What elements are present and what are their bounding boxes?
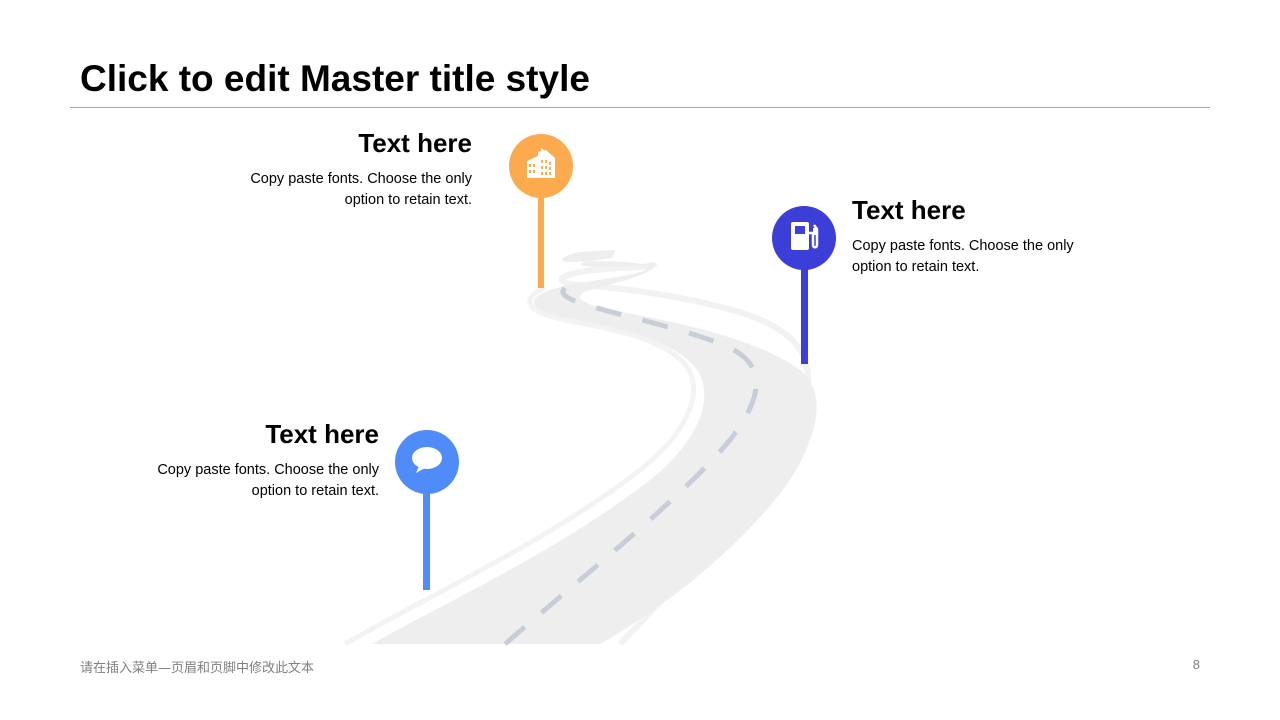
road-edge-left (343, 285, 696, 647)
pin-head (772, 206, 836, 270)
milestone-body-line: option to retain text. (852, 259, 980, 275)
milestone-text-2: Text here Copy paste fonts. Choose the o… (852, 195, 1112, 278)
milestone-body-line: Copy paste fonts. Choose the only (250, 171, 472, 187)
road-surface (372, 250, 817, 644)
milestone-body[interactable]: Copy paste fonts. Choose the only option… (852, 236, 1112, 278)
fuel-pump-icon (787, 219, 821, 258)
milestone-body-line: Copy paste fonts. Choose the only (157, 462, 379, 478)
milestone-heading[interactable]: Text here (265, 419, 379, 449)
milestone-body[interactable]: Copy paste fonts. Choose the only option… (129, 460, 379, 502)
milestone-text-1: Text here Copy paste fonts. Choose the o… (222, 128, 472, 211)
pin-head (509, 134, 573, 198)
road-center-dashes (503, 286, 759, 646)
chat-bubble-icon (410, 445, 444, 480)
milestone-heading[interactable]: Text here (852, 195, 966, 225)
pin-stem (801, 266, 808, 364)
footer-text[interactable]: 请在插入菜单—页眉和页脚中修改此文本 (80, 661, 315, 676)
milestone-body-line: Copy paste fonts. Choose the only (852, 238, 1074, 254)
milestone-body-line: option to retain text. (251, 483, 379, 499)
pin-stem (423, 490, 430, 590)
pin-stem (538, 194, 544, 288)
milestone-pin-fuel[interactable] (772, 206, 836, 366)
milestone-text-3: Text here Copy paste fonts. Choose the o… (129, 419, 379, 502)
milestone-body-line: option to retain text. (344, 192, 472, 208)
milestone-pin-chat[interactable] (395, 430, 459, 594)
pin-head (395, 430, 459, 494)
milestone-pin-building[interactable] (509, 134, 573, 294)
building-icon (524, 147, 558, 185)
page-title[interactable]: Click to edit Master title style (80, 58, 590, 99)
milestone-heading[interactable]: Text here (358, 128, 472, 158)
page-number: 8 (1192, 657, 1200, 672)
title-divider (70, 107, 1210, 108)
milestone-body[interactable]: Copy paste fonts. Choose the only option… (222, 169, 472, 211)
